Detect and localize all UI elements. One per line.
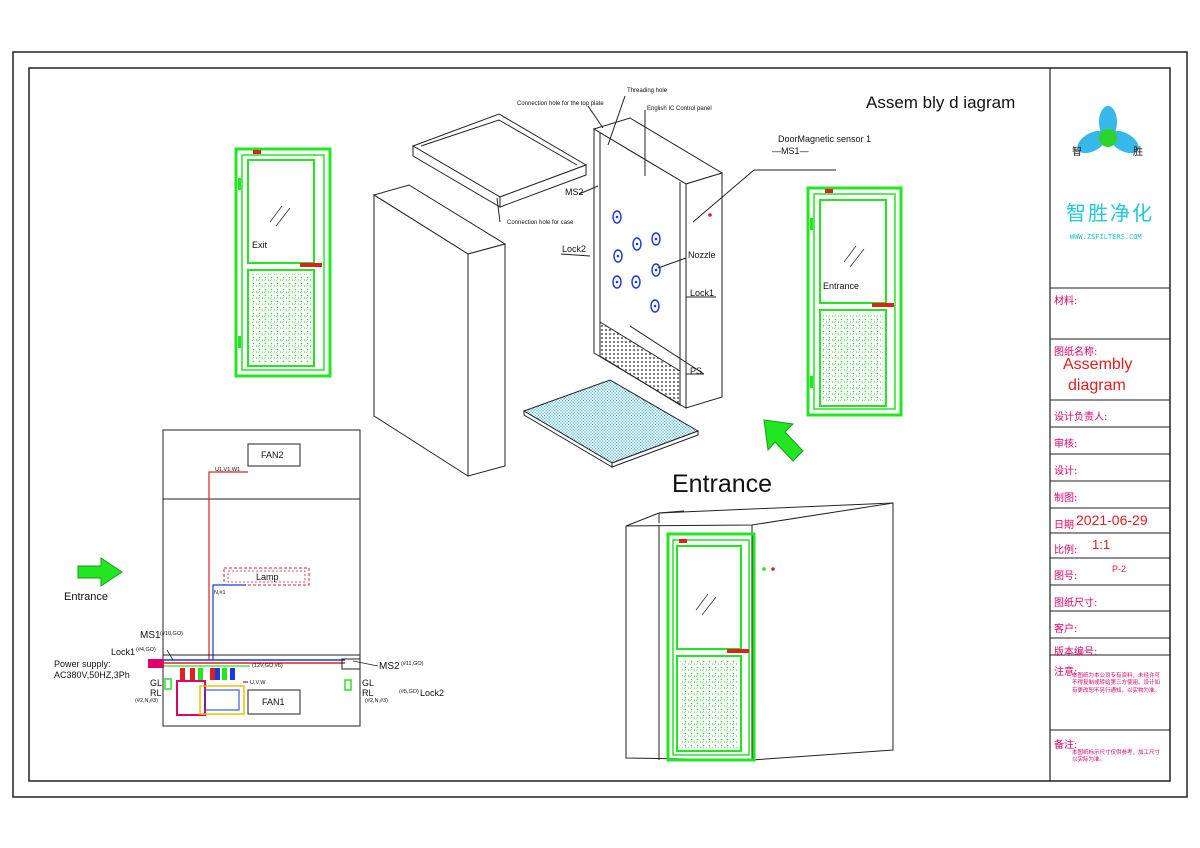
customer-label: 客户:: [1054, 624, 1078, 635]
remark-label: 备注:: [1054, 740, 1078, 751]
design-label: 设计:: [1054, 466, 1078, 477]
ms1-label: MS1: [140, 630, 161, 641]
remark-text: 本图纸标示尺寸仅供参考，加工尺寸以实际为准。: [1072, 750, 1161, 764]
uvw-label: U,V,W: [250, 680, 266, 686]
note-text: 本图纸为本公司专有资料，未经许可不得复制或转给第三方使用。设计如有更改恕不另行通…: [1072, 673, 1161, 694]
drawing-name-label: 图纸名称:: [1054, 347, 1098, 358]
label-connection-hole-case: Connection hole for case: [507, 220, 574, 226]
lock2-label: Lock2: [420, 688, 445, 698]
fan1-label: FAN1: [262, 697, 285, 707]
rl-right-note: (#2,N,#3): [365, 698, 388, 704]
rl-right-label: RL: [362, 688, 374, 698]
designer-lead-label: 设计负责人:: [1054, 412, 1108, 423]
exploded-assembly: [372, 95, 836, 560]
size-label: 图纸尺寸:: [1054, 598, 1098, 609]
material-label: 材料:: [1054, 296, 1078, 307]
label-nozzle: Nozzle: [688, 250, 716, 260]
diagram-title: Assem bly d iagram: [866, 93, 1016, 112]
label-entrance-left: Entrance: [64, 591, 109, 603]
wiring-diagram: [77, 429, 379, 727]
lock2-note: (#5,GO): [399, 689, 419, 695]
rl-left-label: RL: [150, 688, 162, 698]
label-entrance-door: Entrance: [823, 281, 860, 291]
label-ms1-top: —MS1—: [772, 146, 809, 156]
fan2-label: FAN2: [261, 450, 284, 460]
label-entrance-big: Entrance: [672, 470, 773, 498]
drawing-no-value: P-2: [1112, 564, 1127, 574]
rl-left-note: (#2,N,#3): [135, 698, 158, 704]
logo-char-left: 智: [1072, 147, 1082, 158]
lock1-label: Lock1: [111, 647, 136, 657]
power-label: Power supply:: [54, 659, 111, 669]
label-lock2-top: Lock2: [562, 244, 587, 254]
outer-border: [12, 51, 1188, 798]
label-door-sensor: DoorMagnetic sensor 1: [778, 134, 872, 144]
brand-logo: [1077, 106, 1139, 154]
power-value: AC380V,50HZ,3Ph: [54, 670, 130, 680]
n1-label: N,#1: [214, 590, 226, 596]
ms1-note: (#10,GO): [160, 631, 183, 637]
exit-door: [234, 147, 332, 378]
scale-label: 比例:: [1054, 545, 1078, 556]
label-ms2-top: MS2: [565, 187, 584, 197]
version-label: 版本编号:: [1054, 647, 1098, 658]
title-block-grid: [1050, 287, 1170, 731]
lock1-note: (#4,GO): [136, 647, 156, 653]
brand-name: 智胜净化: [1066, 201, 1154, 225]
air-shower-view: [625, 502, 894, 762]
label-threading-hole: Threading hole: [627, 88, 668, 94]
entrance-arrow-large: [763, 419, 804, 462]
gl-left-label: GL: [150, 678, 163, 688]
uvw-top-label: U1,V1,W1: [215, 467, 241, 473]
entrance-door: [806, 186, 903, 417]
inner-border: [28, 67, 1171, 782]
drawing-no-label: 图号:: [1054, 571, 1078, 582]
label-ps: PS: [690, 366, 703, 376]
note-label: 注意:: [1054, 667, 1078, 678]
label-connection-hole-top: Connection hole for the top plate: [517, 101, 604, 107]
lamp-label: Lamp: [256, 572, 279, 582]
label-exit: Exit: [252, 240, 268, 250]
scale-value: 1:1: [1092, 537, 1111, 552]
ms2-label: MS2: [379, 661, 400, 672]
date-value: 2021-06-29: [1076, 512, 1148, 528]
drawing-name-line1: Assembly: [1063, 356, 1133, 373]
date-label: 日期: [1054, 520, 1074, 531]
gl-right-label: GL: [362, 678, 375, 688]
ms2-note: (#11,GO): [401, 661, 424, 667]
brand-website: WWW.ZSFILTERS.COM: [1070, 233, 1142, 241]
logo-char-right: 胜: [1133, 147, 1143, 158]
label-lock1-top: Lock1: [690, 288, 715, 298]
draft-label: 制图:: [1054, 493, 1078, 504]
drawing-name-line2: diagram: [1068, 377, 1126, 394]
v12-label: (12V,GO,#6): [252, 663, 283, 669]
review-label: 审核:: [1054, 439, 1078, 450]
label-english-ic: English IC Control panel: [647, 106, 712, 112]
